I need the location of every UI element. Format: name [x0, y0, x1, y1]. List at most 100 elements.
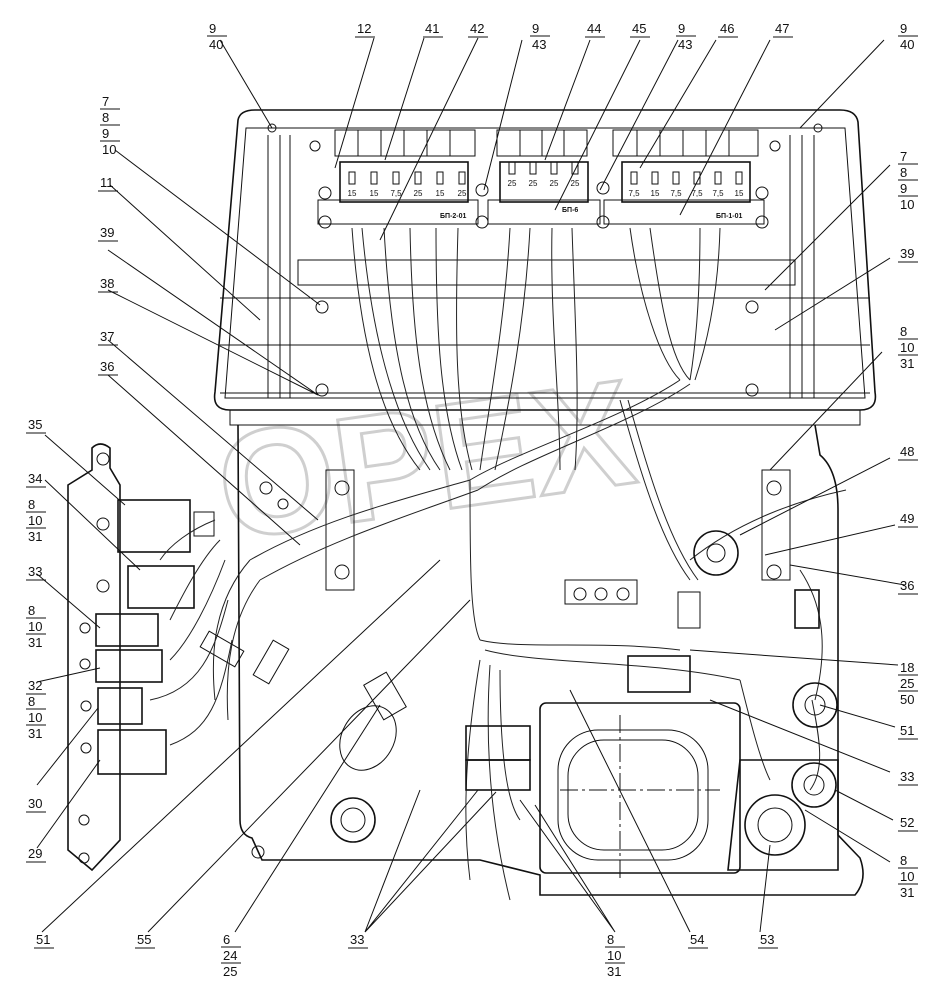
fuse — [550, 161, 558, 175]
callout-label: 39 — [100, 225, 114, 240]
fuse-rating: 7,5 — [628, 189, 640, 198]
fuse — [436, 171, 444, 185]
fuse-rating: 15 — [735, 189, 744, 198]
fuse-block-bp-2-01 — [317, 161, 479, 225]
callout-label: 44 — [587, 21, 601, 36]
watermark: ОРЕХ — [208, 347, 644, 571]
callout-label: 31 — [900, 356, 914, 371]
callout-label: 51 — [900, 723, 914, 738]
fuse-rating: 25 — [550, 179, 559, 188]
callout-label: 49 — [900, 511, 914, 526]
callout-label: 11 — [100, 175, 114, 190]
callout-label: 10 — [900, 869, 914, 884]
fuse-rating: 15 — [370, 189, 379, 198]
callout-label: 7 — [102, 94, 109, 109]
fuse-block-label-bp-2-01: БП-2-01 — [440, 213, 467, 220]
fuse — [735, 171, 743, 185]
callout-label: 8 — [900, 324, 907, 339]
callout-label: 10 — [28, 619, 42, 634]
callout-label: 46 — [720, 21, 734, 36]
relay-34 — [96, 565, 195, 609]
fuse-rating: 15 — [348, 189, 357, 198]
fuse — [370, 171, 378, 185]
relay-33 — [79, 613, 159, 647]
callout-label: 18 — [900, 660, 914, 675]
callout-label: 47 — [775, 21, 789, 36]
grommets-and-sockets — [330, 530, 838, 843]
callout-label: 55 — [137, 932, 151, 947]
fuse-rating: 15 — [436, 189, 445, 198]
fuse-block-bp-6 — [487, 161, 601, 225]
callout-label: 54 — [690, 932, 704, 947]
fuse-block-label-bp-1-01: БП-1-01 — [716, 213, 743, 220]
callout-label: 25 — [223, 964, 237, 979]
fuse-rating: 7,5 — [670, 189, 682, 198]
connectors — [199, 481, 820, 791]
callout-label: 50 — [900, 692, 914, 707]
callout-label: 10 — [900, 197, 914, 212]
fuse — [414, 171, 422, 185]
callout-label: 9 — [209, 21, 216, 36]
fuse-block-label-bp-6: БП-6 — [562, 207, 578, 214]
callout-label: 37 — [100, 329, 114, 344]
callout-label: 31 — [28, 726, 42, 741]
callout-label: 31 — [28, 529, 42, 544]
callout-label: 9 — [102, 126, 109, 141]
fuse-rating: 7,5 — [712, 189, 724, 198]
fuse-rating: 25 — [414, 189, 423, 198]
ignition-switch-assembly — [539, 702, 839, 880]
callout-label: 40 — [209, 37, 223, 52]
callout-label: 30 — [28, 796, 42, 811]
fuse — [508, 161, 516, 175]
relay-30 — [80, 687, 143, 725]
callout-label: 52 — [900, 815, 914, 830]
callout-label: 8 — [102, 110, 109, 125]
callout-label: 10 — [28, 710, 42, 725]
callout-label: 8 — [28, 603, 35, 618]
fuse-rating: 7,5 — [390, 189, 402, 198]
mounting-bolts — [315, 181, 769, 397]
relay-32 — [79, 649, 163, 683]
fuse — [630, 171, 638, 185]
callout-label: 35 — [28, 417, 42, 432]
fuse — [672, 171, 680, 185]
callout-label: 39 — [900, 246, 914, 261]
callout-label: 32 — [28, 678, 42, 693]
callout-label: 10 — [607, 948, 621, 963]
leader-lines — [36, 37, 906, 933]
fuse — [651, 171, 659, 185]
callout-label: 25 — [900, 676, 914, 691]
fuse — [458, 171, 466, 185]
callout-label: 33 — [28, 564, 42, 579]
fuse — [529, 161, 537, 175]
wiring-harness — [149, 227, 847, 901]
relay-29 — [80, 729, 167, 775]
callout-label: 10 — [900, 340, 914, 355]
callout-label: 10 — [28, 513, 42, 528]
relay-bracket — [67, 443, 121, 872]
fuse-block-bp-1-01 — [603, 161, 765, 225]
callout-label: 43 — [678, 37, 692, 52]
callout-label: 6 — [223, 932, 230, 947]
callout-label: 10 — [102, 142, 116, 157]
callout-label: 29 — [28, 846, 42, 861]
callout-label: 34 — [28, 471, 42, 486]
callout-label: 9 — [532, 21, 539, 36]
callout-label: 36 — [100, 359, 114, 374]
fuse — [714, 171, 722, 185]
callout-label: 8 — [28, 694, 35, 709]
fuse — [571, 161, 579, 175]
callout-label: 9 — [900, 21, 907, 36]
callout-label: 9 — [900, 181, 907, 196]
fuse-rating: 15 — [651, 189, 660, 198]
fuse-rating: 25 — [508, 179, 517, 188]
callout-label: 31 — [607, 964, 621, 979]
callout-label: 9 — [678, 21, 685, 36]
callout-label: 8 — [900, 853, 907, 868]
fuse-rating: 25 — [458, 189, 467, 198]
callout-label: 41 — [425, 21, 439, 36]
indicator-symbol-row — [309, 129, 781, 157]
